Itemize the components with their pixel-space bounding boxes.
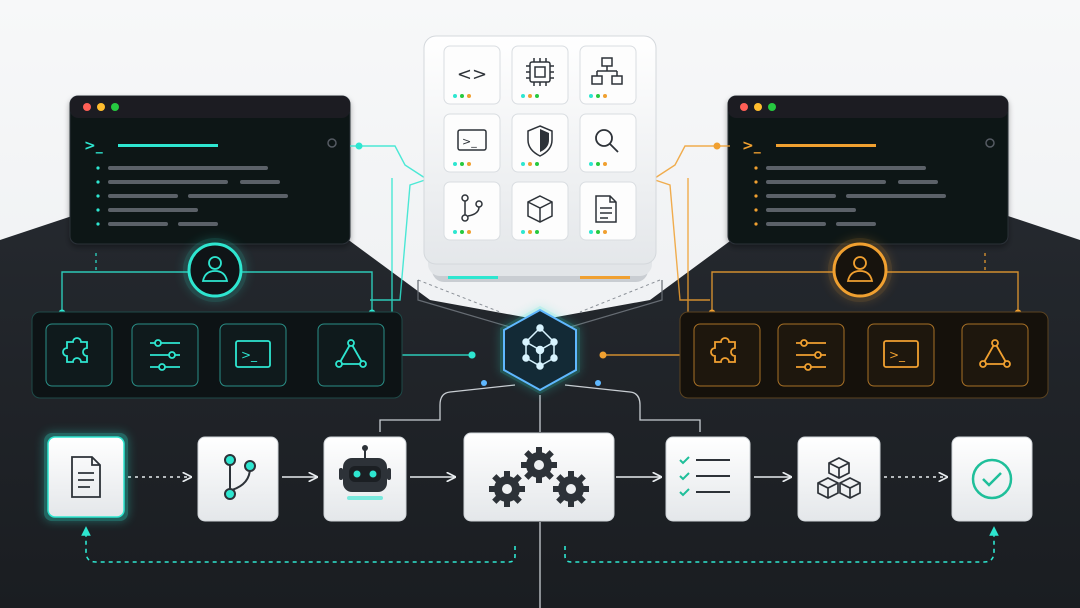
hub-to-pipeline-lines <box>379 384 701 608</box>
tool-tile[interactable] <box>579 113 637 173</box>
pipeline-step-checklist[interactable] <box>665 436 751 522</box>
toolbar-button[interactable]: >_ <box>867 323 935 387</box>
pipeline-step-cubes[interactable] <box>797 436 881 522</box>
puzzle-icon <box>62 337 88 363</box>
window-min-dot[interactable] <box>97 103 105 111</box>
hierarchy-icon <box>591 57 623 85</box>
robot-icon <box>339 445 391 500</box>
tool-tile[interactable]: <> <box>443 45 501 105</box>
terminal-icon: >_ <box>235 340 271 368</box>
tool-tile[interactable]: >_ <box>443 113 501 173</box>
agent-node-right[interactable] <box>828 238 892 302</box>
triangle-nodes-icon <box>979 339 1011 368</box>
tool-tile[interactable] <box>579 45 637 105</box>
pipeline-step-gears[interactable] <box>463 432 615 522</box>
sliders-icon <box>796 339 826 371</box>
agent-node-left[interactable] <box>183 238 247 302</box>
terminal-icon: >_ <box>883 340 919 368</box>
tool-tile[interactable] <box>443 181 501 241</box>
puzzle-icon <box>710 337 736 363</box>
triangle-nodes-icon <box>335 339 367 368</box>
svg-text:>_: >_ <box>241 348 258 362</box>
toolbar-left: >_ <box>31 311 403 399</box>
svg-text:>_: >_ <box>462 135 477 148</box>
tool-tile[interactable] <box>579 181 637 241</box>
window-min-dot[interactable] <box>754 103 762 111</box>
branch-icon <box>224 454 256 500</box>
toolbar-button[interactable] <box>317 323 385 387</box>
window-close-dot[interactable] <box>740 103 748 111</box>
toolbar-button[interactable] <box>777 323 845 387</box>
tool-tile[interactable] <box>511 181 569 241</box>
window-max-dot[interactable] <box>111 103 119 111</box>
toolbar-button[interactable] <box>45 323 113 387</box>
checklist-icon <box>679 456 730 497</box>
tool-tile[interactable] <box>511 113 569 173</box>
terminal-lines-left <box>96 144 288 226</box>
svg-text:>_: >_ <box>889 348 906 362</box>
toolbar-button[interactable]: >_ <box>219 323 287 387</box>
document-icon <box>595 195 617 223</box>
pipeline-step-branch[interactable] <box>197 436 279 522</box>
cube-icon <box>527 195 553 223</box>
window-close-dot[interactable] <box>83 103 91 111</box>
gears-icon <box>489 447 589 507</box>
window-max-dot[interactable] <box>768 103 776 111</box>
tool-grid: <> >_ <box>443 45 637 241</box>
sliders-icon <box>150 339 180 371</box>
terminal-prompt-right: >_ <box>742 138 761 154</box>
toolbar-button[interactable] <box>693 323 761 387</box>
terminal-prompt-left: >_ <box>84 138 103 154</box>
pipeline-step-robot[interactable] <box>323 436 407 522</box>
svg-text:<>: <> <box>457 64 487 85</box>
toolbar-button[interactable] <box>131 323 199 387</box>
user-icon <box>201 256 229 282</box>
tool-tile[interactable] <box>511 45 569 105</box>
branch-icon <box>461 194 483 222</box>
terminal-icon: >_ <box>457 129 487 151</box>
toolbar-button[interactable] <box>961 323 1029 387</box>
terminal-lines-right <box>754 144 946 226</box>
document-icon <box>71 456 101 498</box>
cubes-icon <box>817 457 861 499</box>
network-hub-icon <box>522 324 558 370</box>
search-icon <box>595 129 619 153</box>
user-icon <box>846 256 874 282</box>
pipeline-step-complete[interactable] <box>951 436 1033 522</box>
shield-icon <box>527 125 553 157</box>
toolbar-right: >_ <box>679 311 1049 399</box>
feedback-loop-line <box>564 526 999 563</box>
pipeline-step-document[interactable] <box>44 433 128 521</box>
feedback-loop-line <box>81 526 516 563</box>
check-circle-icon <box>971 458 1013 500</box>
chip-icon <box>526 58 554 86</box>
hub-node[interactable] <box>468 306 602 394</box>
code-icon: <> <box>457 64 487 85</box>
